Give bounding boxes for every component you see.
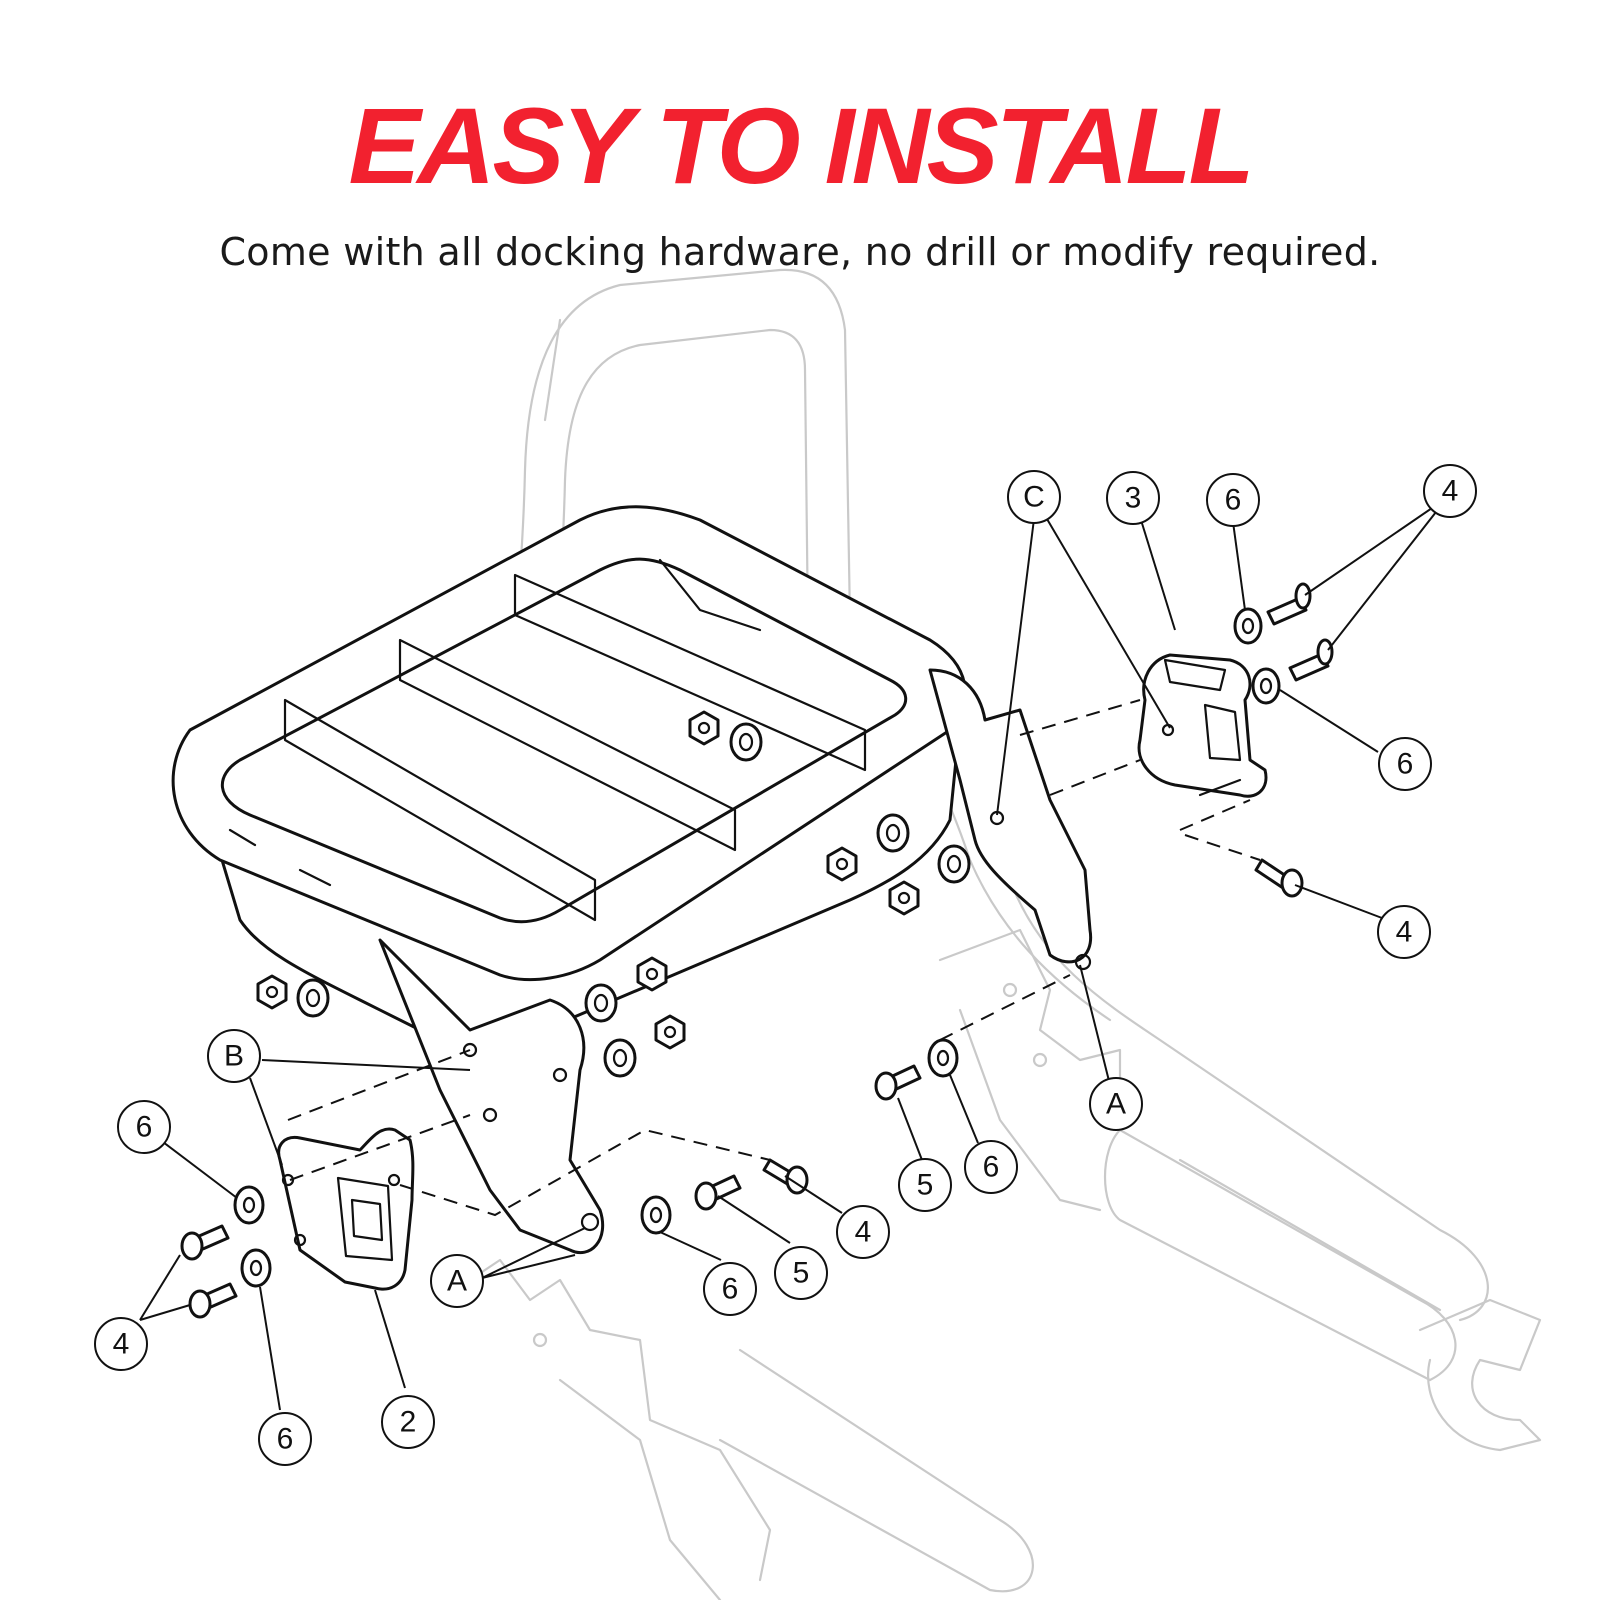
callout-label: 6 [1225, 484, 1242, 517]
callout-6: 6 [258, 1412, 312, 1466]
callout-label: 6 [722, 1273, 739, 1306]
callout-6: 6 [964, 1140, 1018, 1194]
bolt-icon [1254, 858, 1304, 898]
washer-icon [584, 983, 618, 1023]
rack-right-bracket [928, 668, 1093, 971]
callout-6: 6 [117, 1100, 171, 1154]
nut-icon [888, 880, 920, 916]
callout-label: 6 [1397, 748, 1414, 781]
frame-rail-ghost [468, 928, 1542, 1600]
washer-icon [927, 1038, 959, 1078]
docking-bracket-right [1137, 653, 1268, 798]
callout-label: 5 [793, 1257, 810, 1290]
callout-label: 6 [136, 1111, 153, 1144]
hardware-callout [180, 582, 1334, 1319]
page-title: EASY TO INSTALL [348, 85, 1254, 206]
callout-6: 6 [703, 1262, 757, 1316]
callout-6: 6 [1378, 737, 1432, 791]
callout-label: 4 [113, 1328, 130, 1361]
callout-A: A [1089, 1077, 1143, 1131]
callout-B: B [207, 1029, 261, 1083]
washer-icon [640, 1195, 672, 1235]
bolt-icon [694, 1174, 742, 1211]
bolt-icon [1266, 582, 1312, 626]
callout-label: B [224, 1040, 244, 1073]
docking-bracket-left [277, 1127, 415, 1291]
callout-label: 4 [855, 1216, 872, 1249]
callout-A: A [430, 1254, 484, 1308]
callout-label: C [1023, 481, 1045, 514]
callout-label: 4 [1396, 916, 1413, 949]
callout-6: 6 [1206, 473, 1260, 527]
callout-label: 5 [917, 1169, 934, 1202]
callout-4: 4 [1423, 464, 1477, 518]
nut-icon [654, 1014, 686, 1050]
callout-5: 5 [898, 1158, 952, 1212]
leader-lines [139, 507, 1437, 1411]
nut-icon [636, 956, 668, 992]
bolt-icon [874, 1064, 922, 1101]
callout-5: 5 [774, 1246, 828, 1300]
bolt-icon [188, 1282, 238, 1319]
washer-icon [1233, 607, 1263, 645]
page-subtitle: Come with all docking hardware, no drill… [219, 230, 1381, 274]
callout-4: 4 [1377, 905, 1431, 959]
washer-icon [296, 978, 330, 1018]
nut-icon [826, 846, 858, 882]
washer-icon [1251, 667, 1281, 705]
bolt-icon [1288, 638, 1334, 682]
alignment-lines [287, 699, 1261, 1217]
bolt-icon [180, 1224, 230, 1261]
callout-label: 6 [277, 1423, 294, 1456]
callout-label: A [1106, 1088, 1126, 1121]
washer-icon [240, 1248, 272, 1288]
hardware-loose [256, 710, 971, 1078]
washer-icon [603, 1038, 637, 1078]
washer-icon [937, 844, 971, 884]
washer-icon [876, 813, 910, 853]
nut-icon [256, 974, 288, 1010]
washer-icon [729, 722, 763, 762]
callout-2: 2 [381, 1395, 435, 1449]
rack-left-bracket [378, 938, 605, 1255]
callout-label: A [447, 1265, 467, 1298]
callout-label: 4 [1442, 475, 1459, 508]
luggage-rack [171, 505, 967, 1050]
callout-label: 3 [1125, 482, 1142, 515]
washer-icon [233, 1185, 265, 1225]
callout-label: 6 [983, 1151, 1000, 1184]
callout-4: 4 [836, 1205, 890, 1259]
callout-4: 4 [94, 1317, 148, 1371]
callout-label: 2 [400, 1406, 417, 1439]
nut-icon [688, 710, 720, 746]
callout-3: 3 [1106, 471, 1160, 525]
callout-C: C [1007, 470, 1061, 524]
